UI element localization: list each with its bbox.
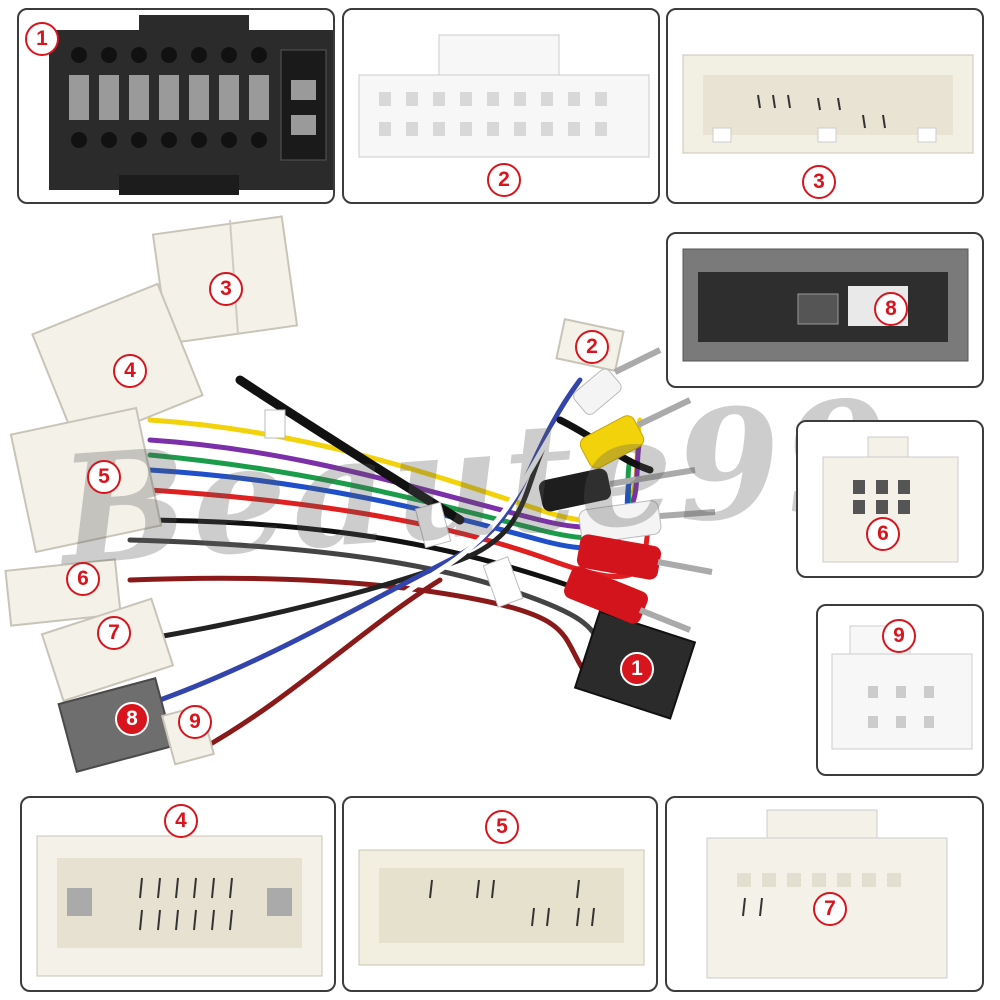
- harness-badge-9: 9: [178, 705, 212, 739]
- rca-plug-white-2: [578, 500, 716, 544]
- panel-badge-6: 6: [866, 517, 900, 551]
- panel-badge-1: 1: [25, 22, 59, 56]
- rca-plug-white-1: [573, 347, 662, 415]
- connector-5-image: [358, 849, 645, 966]
- harness-badge-1: 1: [620, 652, 654, 686]
- panel-badge-7: 7: [813, 892, 847, 926]
- panel-connector-5: 5: [342, 796, 658, 992]
- connector-6-image: [822, 436, 959, 563]
- rca-plug-yellow: [579, 397, 692, 469]
- wire-bundle: [117, 357, 654, 753]
- connector-1-image: [49, 15, 333, 195]
- connector-2-image: [358, 34, 650, 158]
- harness-badge-5: 5: [87, 460, 121, 494]
- panel-badge-5: 5: [485, 810, 519, 844]
- harness-badge-6: 6: [66, 562, 100, 596]
- panel-badge-8: 8: [874, 292, 908, 326]
- harness-connector-7: [40, 597, 175, 703]
- panel-badge-9: 9: [882, 619, 916, 653]
- panel-connector-4: 4: [20, 796, 336, 992]
- panel-connector-7: 7: [665, 796, 984, 992]
- panel-connector-8: 8: [666, 232, 984, 388]
- connector-4-image: [36, 835, 323, 977]
- panel-badge-3: 3: [802, 165, 836, 199]
- panel-connector-3: 3: [666, 8, 984, 204]
- panel-connector-9: 9: [816, 604, 984, 776]
- panel-connector-2: 2: [342, 8, 660, 204]
- panel-badge-4: 4: [164, 804, 198, 838]
- rca-plug-black: [538, 467, 696, 512]
- harness-badge-3: 3: [209, 272, 243, 306]
- connector-3-image: [682, 54, 974, 154]
- panel-connector-6: 6: [796, 420, 984, 578]
- rca-plugs: [538, 347, 716, 633]
- rca-plug-red-1: [576, 534, 713, 580]
- harness-connector-5: [9, 406, 163, 554]
- panel-connector-1: 1: [17, 8, 335, 204]
- panel-badge-2: 2: [487, 163, 521, 197]
- rca-plug-red-2: [564, 566, 692, 633]
- harness-badge-7: 7: [97, 616, 131, 650]
- connector-8-image: [682, 248, 969, 362]
- harness-badge-8: 8: [115, 702, 149, 736]
- harness-badge-2: 2: [575, 330, 609, 364]
- harness-badge-4: 4: [113, 354, 147, 388]
